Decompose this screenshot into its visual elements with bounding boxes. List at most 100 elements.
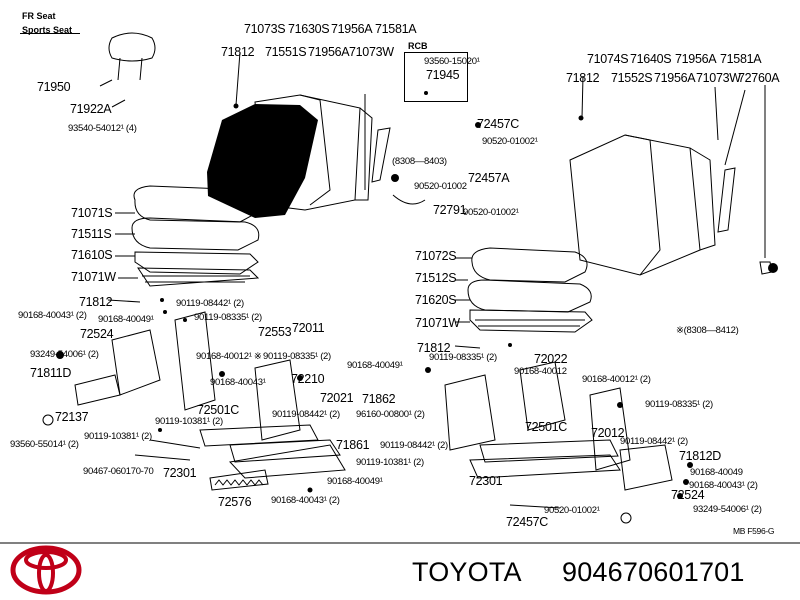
- part-label: 71862: [362, 392, 396, 406]
- diagram-code: MB F596-G: [733, 526, 775, 536]
- part-label: 90168-40012: [514, 366, 567, 377]
- part-label: 71071W: [71, 270, 116, 284]
- part-label: 71945: [426, 68, 460, 82]
- part-label: 90168-40043¹ (2): [271, 495, 340, 506]
- part-label: 72791: [433, 203, 467, 217]
- part-label: 93560-15020¹: [424, 56, 480, 67]
- part-label: 71811D: [30, 366, 72, 380]
- header-underline: [20, 33, 80, 34]
- part-label: 72021: [320, 391, 354, 405]
- part-label: 71071S: [71, 206, 113, 220]
- seat-title: FR Seat: [22, 11, 56, 21]
- part-label: 72137: [55, 410, 89, 424]
- part-label: 90119-10381¹ (2): [356, 457, 424, 468]
- part-label: 90119-08335¹ (2): [263, 351, 331, 362]
- seat-subtitle: Sports Seat: [22, 25, 73, 35]
- part-label: 90119-08442¹ (2): [272, 409, 340, 420]
- part-label: 90119-10381¹ (2): [155, 416, 223, 427]
- part-label: 90119-08335¹ (2): [194, 312, 262, 323]
- part-label: 71861: [336, 438, 370, 452]
- part-label: 71072S: [415, 249, 457, 263]
- part-label: 72457A: [468, 171, 510, 185]
- part-label: 93249-54006¹ (2): [30, 349, 99, 360]
- part-label: 71950: [37, 80, 71, 94]
- part-label: 71956A: [675, 52, 717, 66]
- part-label: 96160-00800¹ (2): [356, 409, 425, 420]
- part-label: 90119-08442¹ (2): [380, 440, 448, 451]
- part-label: 90520-01002: [414, 181, 467, 192]
- part-label: 90168-40012¹ (2): [582, 374, 651, 385]
- part-label: 90168-40043¹: [210, 377, 266, 388]
- part-label: 71620S: [415, 293, 457, 307]
- spring-shape: [214, 479, 264, 486]
- part-label: 90168-40049: [690, 467, 743, 478]
- part-label: 90119-08335¹ (2): [429, 352, 497, 363]
- part-label: 90467-060170-70: [83, 466, 154, 477]
- part-label: 71581A: [375, 22, 417, 36]
- part-label: 90119-08335¹ (2): [645, 399, 713, 410]
- part-label: 90168-40043¹ (2): [18, 310, 87, 321]
- part-label: 71581A: [720, 52, 762, 66]
- part-label: 93249-54006¹ (2): [693, 504, 762, 515]
- toyota-logo-icon: [10, 545, 82, 595]
- part-label: 71630S: [288, 22, 330, 36]
- headrest-shape: [108, 32, 156, 62]
- part-label: 90168-40012¹ ※: [196, 351, 262, 362]
- part-label: 71610S: [71, 248, 113, 262]
- part-label: 72553: [258, 325, 292, 339]
- part-label: 90520-01002¹: [463, 207, 519, 218]
- rcb-callout-box: [404, 52, 468, 102]
- part-label: 71956A: [308, 45, 350, 59]
- part-label: 71812D: [679, 449, 721, 463]
- part-label: 71812: [417, 341, 451, 355]
- part-label: 71074S: [587, 52, 629, 66]
- part-label: 72501C: [525, 420, 567, 434]
- right-recliner-bracket: [519, 361, 566, 431]
- part-label: (8308—8403): [392, 156, 447, 167]
- part-label: 71640S: [630, 52, 672, 66]
- part-label: 72576: [218, 495, 252, 509]
- part-label: 71073W: [696, 71, 741, 85]
- part-label: 71956A: [331, 22, 373, 36]
- left-seat-back-cover: [207, 104, 318, 218]
- part-label: 71956A: [654, 71, 696, 85]
- brand-name: TOYOTA: [412, 557, 522, 587]
- star-note: ※(8308—8412): [676, 325, 739, 336]
- rcb-label: RCB: [408, 41, 428, 51]
- part-label: 72760A: [738, 71, 780, 85]
- part-label: 71552S: [611, 71, 653, 85]
- part-number: 904670601701: [562, 557, 745, 587]
- part-label: 71073W: [349, 45, 394, 59]
- part-label: 72301: [469, 474, 503, 488]
- part-label: 93540-54012¹ (4): [68, 123, 137, 134]
- part-label: 71071W: [415, 316, 460, 330]
- part-label: 71812: [221, 45, 255, 59]
- right-cushion-top: [471, 247, 588, 283]
- part-label: 72524: [671, 488, 705, 502]
- part-label: 71812: [79, 295, 113, 309]
- part-label: 90520-01002¹: [544, 505, 600, 516]
- part-label: 93560-55014¹ (2): [10, 439, 79, 450]
- part-label: 71073S: [244, 22, 286, 36]
- part-label: 72210: [291, 372, 325, 386]
- part-label: 90520-01002¹: [482, 136, 538, 147]
- part-label: 71922A: [70, 102, 112, 116]
- left-recliner-bracket: [111, 329, 161, 396]
- part-label: 90119-08442¹ (2): [176, 298, 244, 309]
- part-label: 71551S: [265, 45, 307, 59]
- part-label: 72457C: [506, 515, 548, 529]
- part-label: 90119-10381¹ (2): [84, 431, 152, 442]
- part-label: 72012: [591, 426, 625, 440]
- part-label: 90168-40049¹: [98, 314, 154, 325]
- part-label: 72524: [80, 327, 114, 341]
- part-label: 71812: [566, 71, 600, 85]
- part-label: 90119-08442¹ (2): [620, 436, 688, 447]
- part-label: 90168-40049¹: [327, 476, 383, 487]
- part-label: 90168-40049¹: [347, 360, 403, 371]
- part-label: 71512S: [415, 271, 457, 285]
- part-label: 90168-40043¹ (2): [689, 480, 758, 491]
- part-label: 72457C: [477, 117, 519, 131]
- part-label: 72501C: [197, 403, 239, 417]
